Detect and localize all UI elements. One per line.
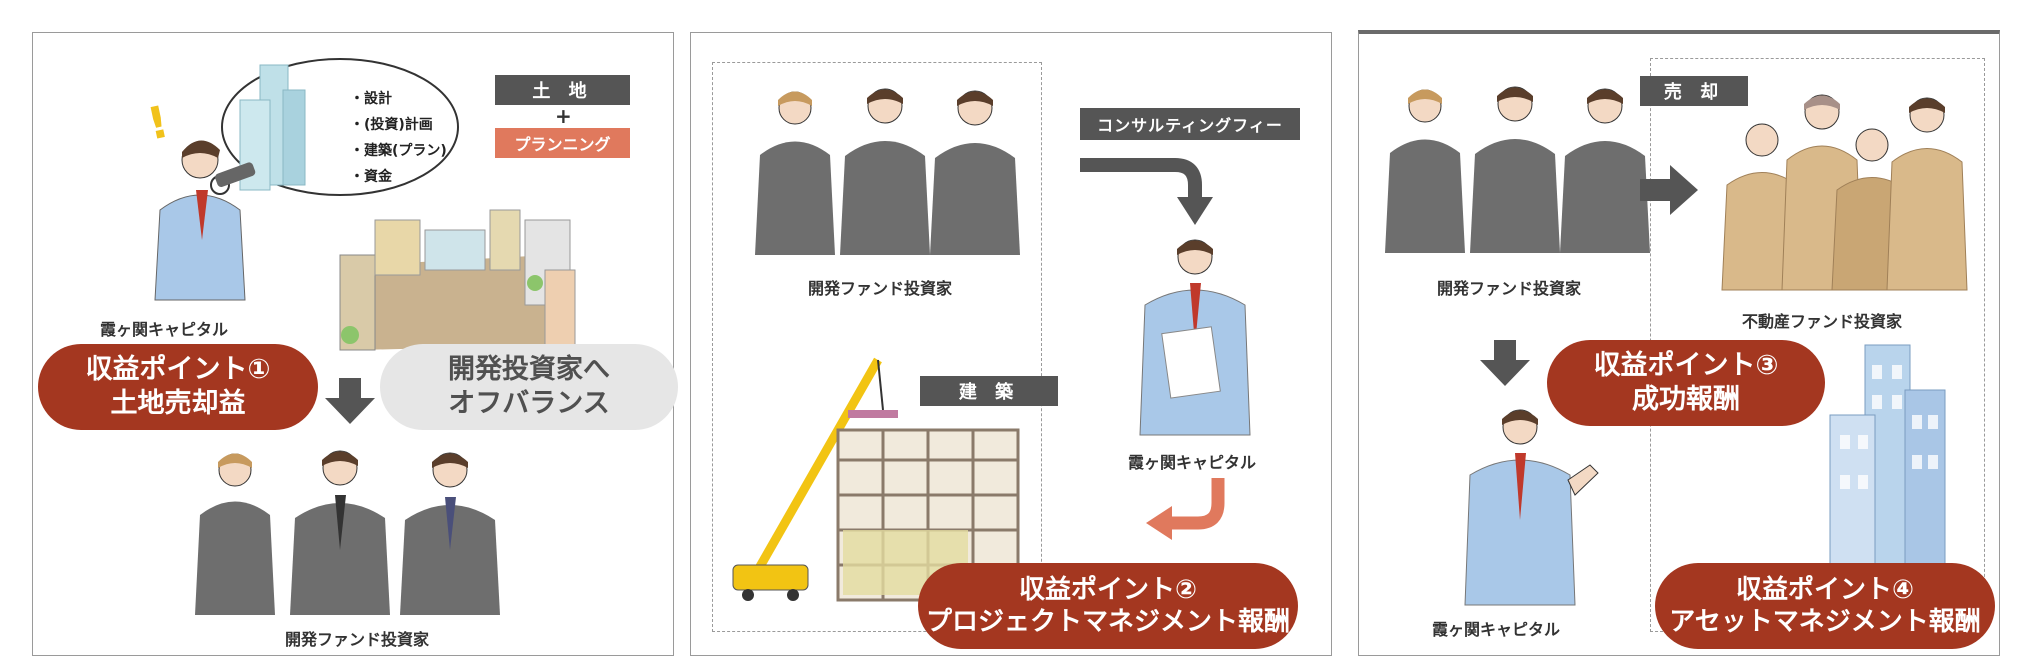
revenue-point-4: 収益ポイント④ アセットマネジメント報酬 (1655, 563, 1995, 649)
development-investors-group-3 (1385, 86, 1650, 253)
label-investors-1: 開発ファンド投資家 (285, 630, 430, 649)
arrow-down-icon (325, 378, 375, 424)
real-estate-investors-group (1721, 94, 1968, 291)
thought-item-construction: ・建築(プラン) (350, 143, 447, 159)
kasumigaseki-person-gesture (1464, 409, 1599, 606)
thought-item-plan: ・(投資)計画 (350, 117, 433, 133)
curved-arrow-icon (1080, 158, 1213, 225)
label-kasumigaseki-1: 霞ヶ関キャピタル (100, 320, 229, 339)
revenue-point-4-desc: アセットマネジメント報酬 (1669, 607, 1981, 637)
thought-item-design: ・設計 (350, 91, 392, 107)
label-kasumigaseki-3: 霞ヶ関キャピタル (1432, 620, 1561, 639)
offbalance-line2: オフバランス (448, 388, 610, 419)
label-kasumigaseki-2: 霞ヶ関キャピタル (1128, 453, 1257, 472)
development-fund-zone (712, 62, 1042, 632)
tag-consulting-fee: コンサルティングフィー (1080, 108, 1300, 140)
kasumigaseki-person-document (1139, 239, 1251, 436)
tower-building-illustration (1829, 344, 1946, 586)
revenue-point-3-title: 収益ポイント③ (1593, 350, 1779, 382)
revenue-point-4-title: 収益ポイント④ (1735, 574, 1914, 605)
development-investors-group-1 (195, 450, 500, 615)
offbalance-line1: 開発投資家へ (448, 354, 610, 386)
label-investors-2: 開発ファンド投資家 (808, 279, 953, 298)
tag-land: 土 地 (495, 75, 630, 105)
plus-sign: + (555, 104, 572, 128)
orange-curved-arrow-icon (1146, 478, 1225, 540)
label-investors-3: 開発ファンド投資家 (1437, 279, 1582, 298)
revenue-point-3: 収益ポイント③ 成功報酬 (1547, 340, 1825, 426)
arrow-right-icon (1640, 165, 1698, 215)
revenue-point-1-desc: 土地売却益 (110, 388, 246, 419)
tag-planning: プランニング (495, 128, 630, 158)
kasumigaseki-person-binoculars (154, 140, 256, 301)
tag-construction: 建 築 (920, 376, 1058, 406)
label-real-estate-investors: 不動産ファンド投資家 (1742, 312, 1903, 331)
revenue-point-3-desc: 成功報酬 (1632, 384, 1740, 415)
offbalance-pill: 開発投資家へ オフバランス (380, 344, 678, 430)
arrow-down-icon-3 (1480, 340, 1530, 386)
revenue-point-2-title: 収益ポイント② (1018, 574, 1197, 605)
thought-item-funds: ・資金 (350, 169, 392, 185)
revenue-point-2: 収益ポイント② プロジェクトマネジメント報酬 (918, 563, 1298, 649)
revenue-point-2-desc: プロジェクトマネジメント報酬 (925, 607, 1290, 637)
tag-sale: 売 却 (1640, 76, 1748, 106)
revenue-point-1-title: 収益ポイント① (85, 354, 271, 386)
revenue-point-1: 収益ポイント① 土地売却益 (38, 344, 318, 430)
land-buildings-illustration (339, 209, 576, 351)
development-investors-group-2 (755, 88, 1020, 255)
